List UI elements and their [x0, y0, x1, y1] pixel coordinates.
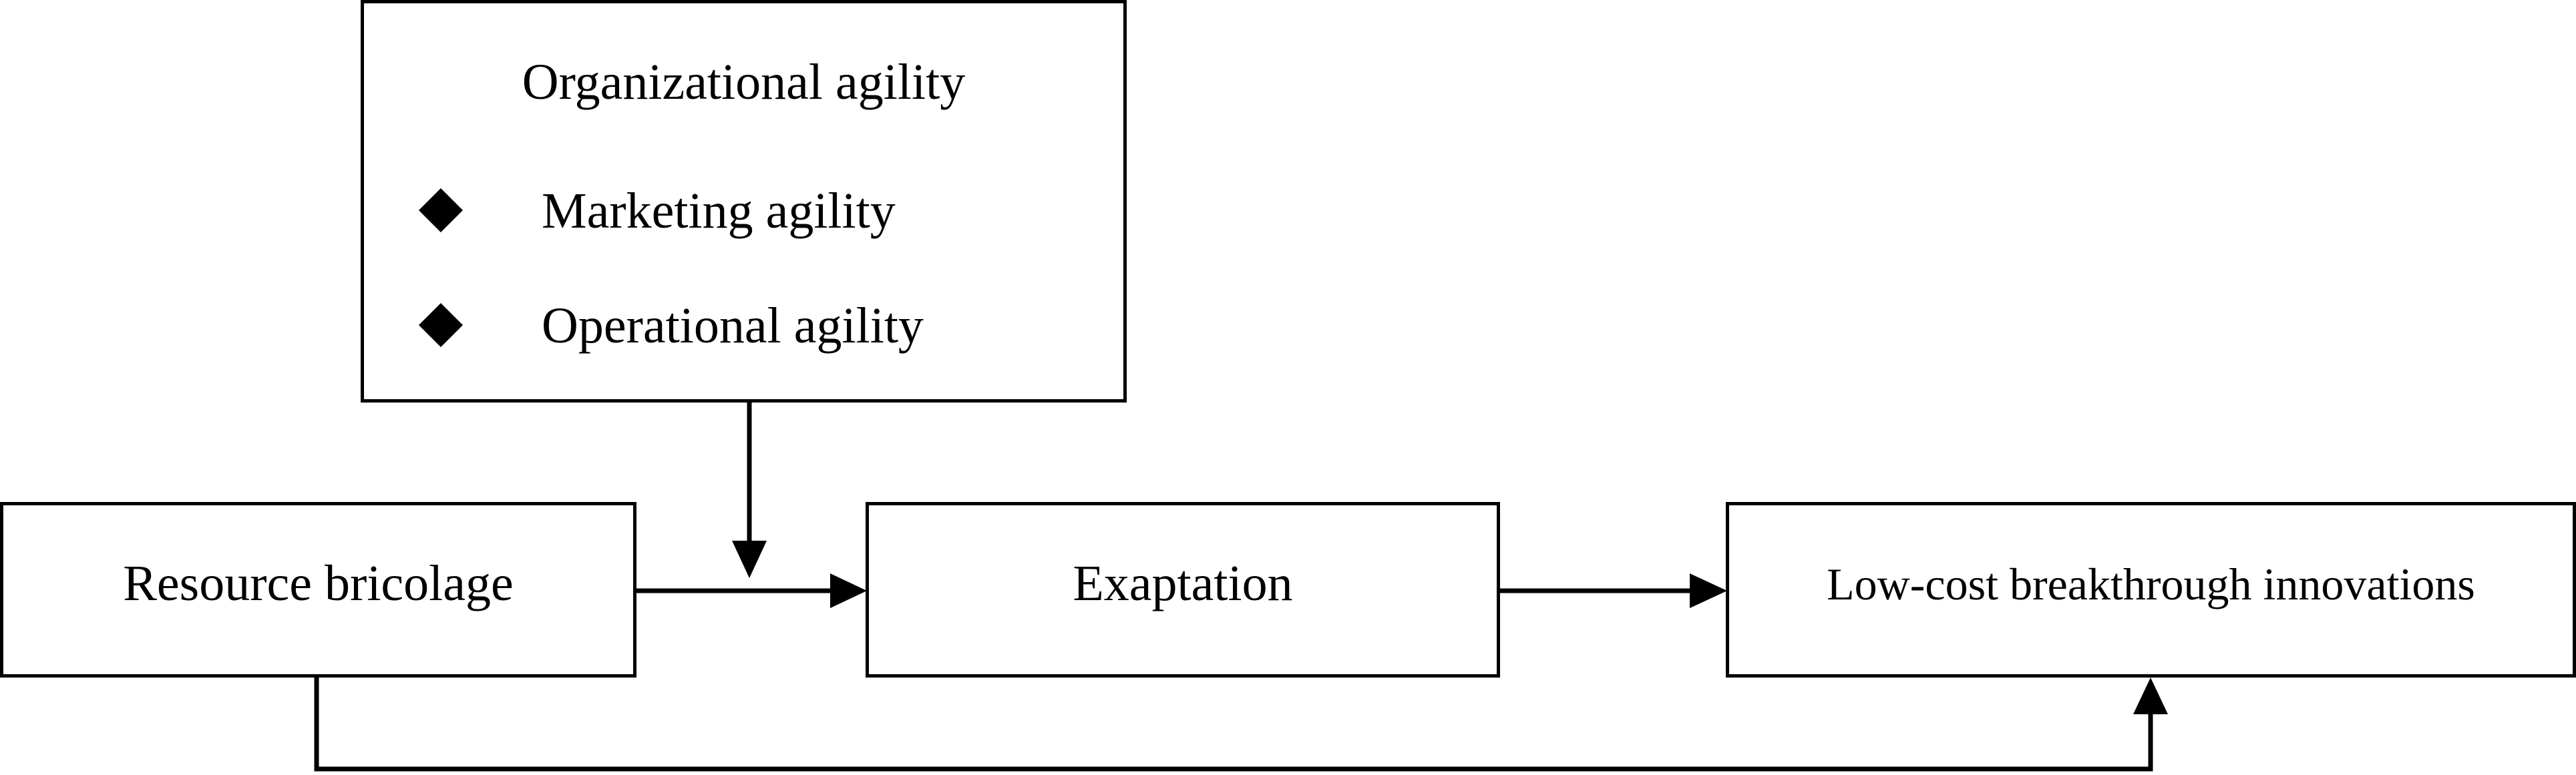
- resource-bricolage-label: Resource bricolage: [123, 555, 514, 611]
- bullet-label-marketing-agility: Marketing agility: [542, 183, 896, 239]
- bricolage-to-innovations-line: [314, 676, 2153, 772]
- diamond-bullet-icon: [419, 303, 463, 347]
- bullet-item-marketing-agility: Marketing agility: [364, 180, 1123, 240]
- exaptation-box: Exaptation: [866, 502, 1500, 678]
- bricolage-to-exaptation-head: [830, 573, 867, 608]
- bricolage-to-innovations-head: [2133, 678, 2168, 714]
- bullet-label-operational-agility: Operational agility: [542, 298, 924, 354]
- low-cost-innovations-label: Low-cost breakthrough innovations: [1827, 559, 2475, 609]
- moderator-arrow-head: [732, 541, 767, 578]
- exaptation-label: Exaptation: [1073, 555, 1293, 611]
- low-cost-innovations-box: Low-cost breakthrough innovations: [1726, 502, 2576, 678]
- organizational-agility-title: Organizational agility: [522, 54, 966, 110]
- resource-bricolage-box: Resource bricolage: [0, 502, 636, 678]
- exaptation-to-innovations-head: [1690, 573, 1727, 608]
- bullet-item-operational-agility: Operational agility: [364, 300, 1123, 372]
- organizational-agility-box: Organizational agility Marketing agility…: [361, 0, 1127, 403]
- diamond-bullet-icon: [419, 188, 463, 232]
